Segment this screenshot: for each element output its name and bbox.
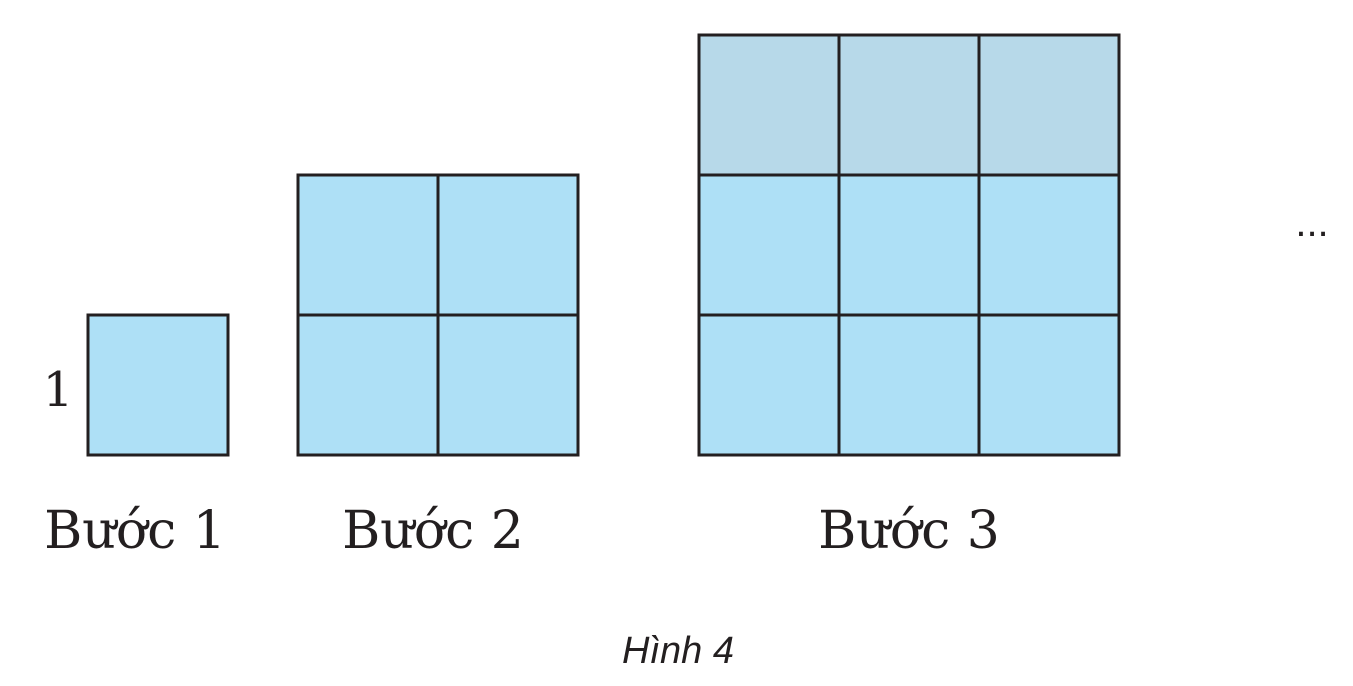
- step-1-group: 1 Bước 1: [43, 313, 230, 561]
- step-2-group: Bước 2: [296, 173, 580, 561]
- unit-square: [837, 173, 981, 317]
- continuation-ellipsis: ...: [1295, 201, 1328, 245]
- unit-square: [296, 173, 440, 317]
- step-3-label: Bước 3: [818, 501, 1000, 561]
- unit-square: [697, 173, 841, 317]
- unit-square: [837, 313, 981, 457]
- unit-square: [697, 33, 841, 177]
- step-3-group: Bước 3: [697, 33, 1121, 561]
- step-1-grid: [86, 313, 230, 457]
- step-2-grid: [296, 173, 580, 457]
- unit-square: [977, 313, 1121, 457]
- unit-square: [296, 313, 440, 457]
- unit-square: [86, 313, 230, 457]
- figure-caption: Hình 4: [622, 630, 734, 672]
- unit-square: [436, 313, 580, 457]
- step-1-label: Bước 1: [44, 501, 226, 561]
- unit-square: [977, 33, 1121, 177]
- step-3-grid: [697, 33, 1121, 457]
- side-length-label: 1: [43, 362, 74, 418]
- unit-square: [837, 33, 981, 177]
- step-2-label: Bước 2: [342, 501, 524, 561]
- unit-square: [436, 173, 580, 317]
- unit-square: [977, 173, 1121, 317]
- unit-square: [697, 313, 841, 457]
